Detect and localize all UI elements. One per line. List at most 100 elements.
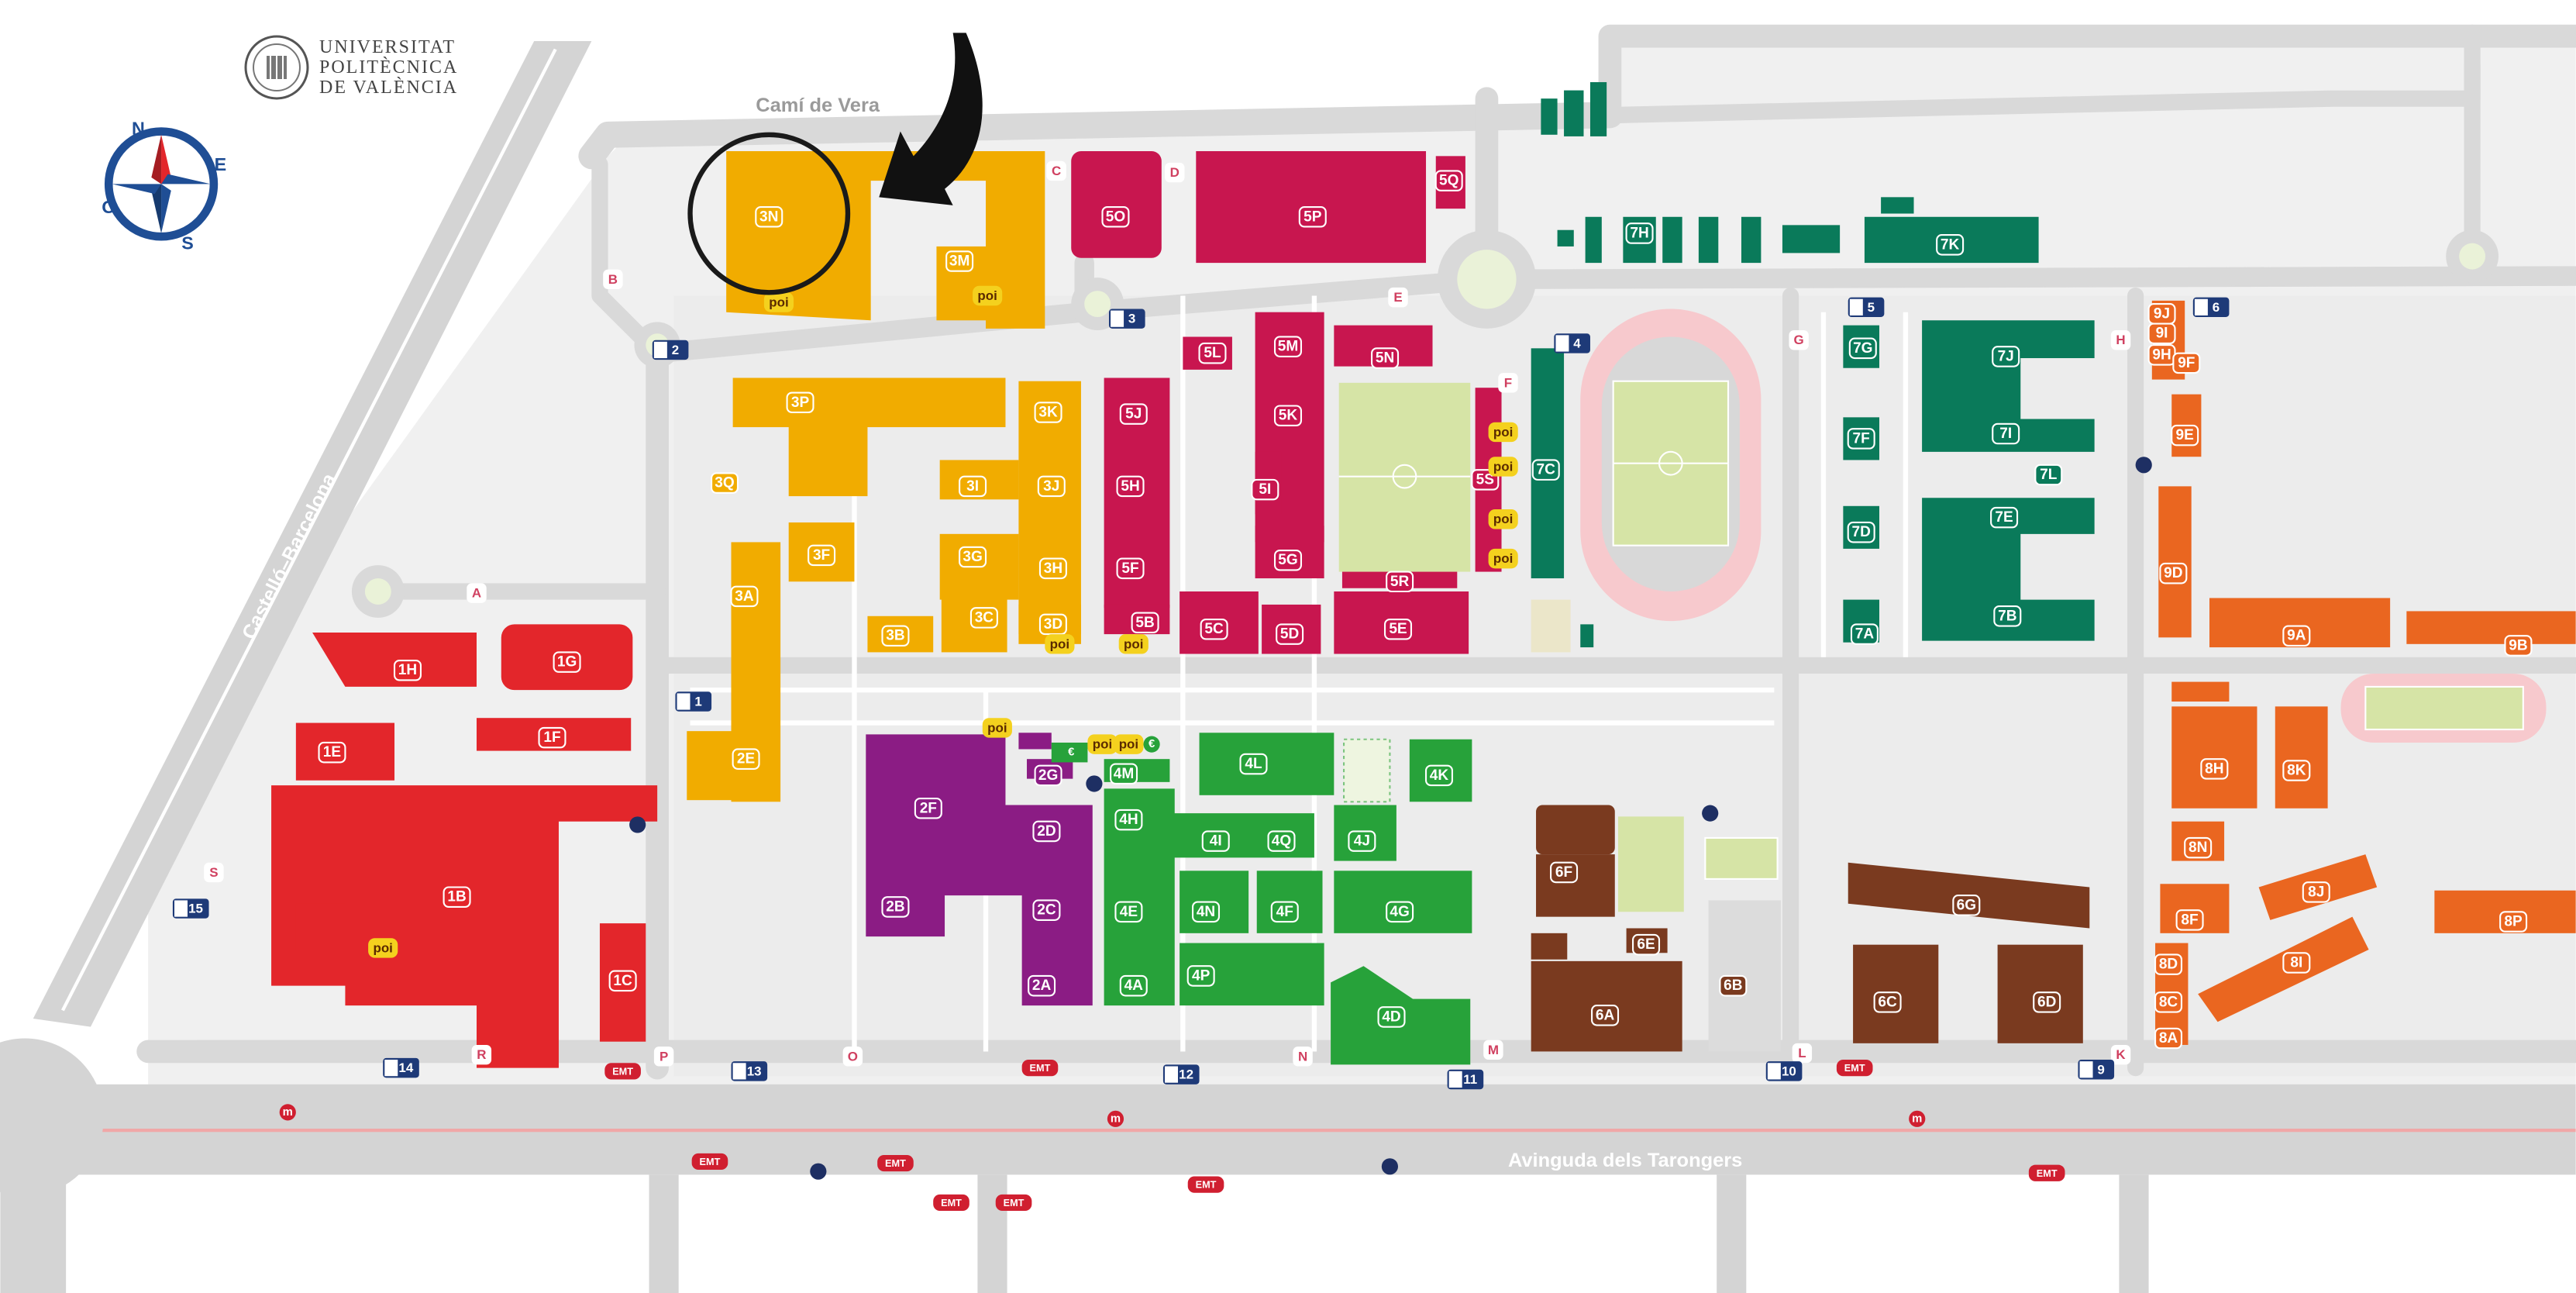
building-label-2f[interactable]: 2F — [914, 797, 943, 819]
parking-badge-2[interactable]: 2 — [652, 340, 689, 360]
building-label-5r[interactable]: 5R — [1385, 571, 1414, 593]
building-label-7j[interactable]: 7J — [1991, 346, 2020, 367]
building-label-3n[interactable]: 3N — [754, 205, 783, 228]
building-label-2b[interactable]: 2B — [880, 896, 910, 918]
building-label-6f[interactable]: 6F — [1549, 861, 1579, 884]
building-label-3d[interactable]: 3D — [1038, 613, 1068, 636]
building-label-7a[interactable]: 7A — [1850, 623, 1879, 645]
building-label-3i[interactable]: 3I — [958, 475, 987, 498]
parking-badge-9[interactable]: 9 — [2078, 1060, 2115, 1080]
building-label-7d[interactable]: 7D — [1847, 521, 1876, 543]
building-label-6c[interactable]: 6C — [1873, 991, 1903, 1013]
building-label-5g[interactable]: 5G — [1273, 549, 1303, 571]
building-label-4l[interactable]: 4L — [1238, 753, 1268, 775]
building-label-8d[interactable]: 8D — [2154, 953, 2183, 975]
poi-tag[interactable]: poi — [1488, 457, 1518, 477]
building-label-7i[interactable]: 7I — [1991, 422, 2020, 445]
building-label-4g[interactable]: 4G — [1385, 901, 1414, 923]
building-label-5j[interactable]: 5J — [1119, 403, 1149, 425]
building-label-5e[interactable]: 5E — [1383, 618, 1413, 640]
building-label-5c[interactable]: 5C — [1200, 618, 1229, 640]
parking-badge-5[interactable]: 5 — [1848, 297, 1885, 318]
poi-tag[interactable]: poi — [1488, 422, 1518, 443]
building-label-6a[interactable]: 6A — [1590, 1005, 1620, 1026]
building-label-6b[interactable]: 6B — [1718, 974, 1748, 997]
building-label-4e[interactable]: 4E — [1114, 901, 1143, 923]
building-label-4k[interactable]: 4K — [1424, 764, 1454, 787]
building-label-7e[interactable]: 7E — [1989, 506, 2019, 529]
building-label-7k[interactable]: 7K — [1935, 234, 1965, 256]
building-label-1b[interactable]: 1B — [442, 886, 471, 908]
building-label-2c[interactable]: 2C — [1031, 899, 1061, 921]
building-label-3a[interactable]: 3A — [729, 585, 759, 608]
building-label-4h[interactable]: 4H — [1114, 809, 1143, 831]
building-label-9e[interactable]: 9E — [2170, 424, 2199, 447]
building-label-1c[interactable]: 1C — [608, 970, 638, 992]
building-label-5f[interactable]: 5F — [1115, 557, 1145, 580]
building-label-8j[interactable]: 8J — [2302, 881, 2331, 903]
building-label-2d[interactable]: 2D — [1031, 820, 1061, 843]
building-label-4m[interactable]: 4M — [1109, 763, 1138, 785]
building-label-4p[interactable]: 4P — [1186, 965, 1216, 987]
building-label-8i[interactable]: 8I — [2282, 952, 2311, 974]
building-label-2a[interactable]: 2A — [1027, 974, 1056, 997]
building-label-4j[interactable]: 4J — [1347, 830, 1376, 852]
building-label-6g[interactable]: 6G — [1951, 895, 1981, 916]
building-label-2g[interactable]: 2G — [1033, 764, 1062, 787]
building-label-3m[interactable]: 3M — [945, 250, 974, 272]
building-label-6e[interactable]: 6E — [1631, 933, 1661, 956]
building-label-3j[interactable]: 3J — [1037, 475, 1066, 498]
building-label-7f[interactable]: 7F — [1847, 428, 1876, 450]
building-label-9d[interactable]: 9D — [2158, 562, 2188, 584]
building-label-9j[interactable]: 9J — [2147, 303, 2176, 325]
building-label-4d[interactable]: 4D — [1376, 1006, 1406, 1028]
building-label-9f[interactable]: 9F — [2171, 352, 2201, 374]
parking-badge-3[interactable]: 3 — [1108, 309, 1145, 329]
poi-tag[interactable]: poi — [1118, 634, 1149, 654]
building-label-4i[interactable]: 4I — [1201, 830, 1231, 852]
building-label-8h[interactable]: 8H — [2199, 758, 2229, 780]
parking-badge-12[interactable]: 12 — [1162, 1064, 1200, 1084]
building-label-5i[interactable]: 5I — [1250, 478, 1279, 501]
building-label-2e[interactable]: 2E — [732, 748, 761, 770]
parking-badge-15[interactable]: 15 — [172, 898, 209, 919]
building-label-3c[interactable]: 3C — [969, 607, 999, 629]
building-label-5n[interactable]: 5N — [1370, 347, 1400, 369]
parking-badge-4[interactable]: 4 — [1554, 333, 1590, 353]
building-label-5l[interactable]: 5L — [1197, 342, 1227, 364]
parking-badge-10[interactable]: 10 — [1765, 1061, 1803, 1081]
building-label-7c[interactable]: 7C — [1531, 459, 1561, 481]
poi-tag[interactable]: poi — [973, 285, 1003, 306]
building-label-3h[interactable]: 3H — [1038, 557, 1068, 580]
building-label-8c[interactable]: 8C — [2154, 991, 2183, 1013]
building-label-1h[interactable]: 1H — [393, 659, 422, 681]
parking-badge-1[interactable]: 1 — [675, 691, 712, 712]
building-label-4f[interactable]: 4F — [1270, 901, 1300, 923]
building-label-9a[interactable]: 9A — [2282, 625, 2311, 647]
building-label-5q[interactable]: 5Q — [1434, 170, 1464, 191]
building-label-5m[interactable]: 5M — [1273, 336, 1303, 357]
building-label-3q[interactable]: 3Q — [710, 472, 739, 494]
poi-tag[interactable]: poi — [1114, 734, 1144, 754]
building-label-4a[interactable]: 4A — [1119, 974, 1149, 997]
poi-tag[interactable]: poi — [368, 938, 398, 958]
building-label-5o[interactable]: 5O — [1100, 205, 1130, 228]
poi-tag[interactable]: poi — [1087, 734, 1118, 754]
parking-badge-13[interactable]: 13 — [731, 1061, 768, 1081]
building-label-9i[interactable]: 9I — [2147, 322, 2176, 345]
building-label-4n[interactable]: 4N — [1191, 901, 1221, 923]
building-label-3k[interactable]: 3K — [1033, 402, 1062, 423]
building-label-8k[interactable]: 8K — [2282, 760, 2311, 781]
building-label-3p[interactable]: 3P — [785, 391, 814, 414]
building-label-5h[interactable]: 5H — [1115, 475, 1145, 498]
building-label-5d[interactable]: 5D — [1275, 623, 1304, 645]
building-label-8f[interactable]: 8F — [2175, 909, 2204, 931]
building-label-5p[interactable]: 5P — [1298, 205, 1328, 228]
building-label-7h[interactable]: 7H — [1624, 222, 1654, 244]
building-label-3g[interactable]: 3G — [958, 546, 987, 568]
building-label-6d[interactable]: 6D — [2032, 991, 2061, 1013]
parking-badge-14[interactable]: 14 — [383, 1057, 419, 1078]
building-label-7b[interactable]: 7B — [1992, 605, 2022, 627]
building-label-1g[interactable]: 1G — [552, 651, 581, 673]
building-label-9b[interactable]: 9B — [2503, 635, 2533, 657]
